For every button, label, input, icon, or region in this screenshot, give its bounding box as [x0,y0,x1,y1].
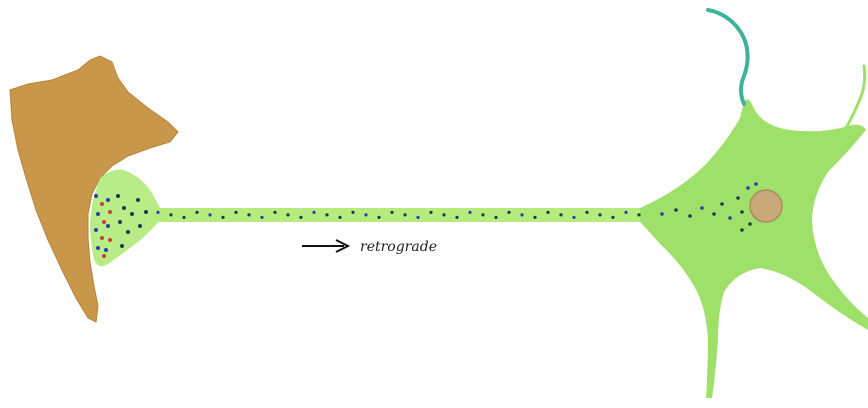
axon-transport-dot [247,213,251,217]
arrow-right-icon [302,239,351,253]
axon-transport-dot [624,210,628,214]
axon-particles [156,210,641,219]
vesicle-dot [100,236,104,240]
soma-transport-dot [688,214,692,218]
vesicle-dot [122,206,126,210]
soma-transport-dot [660,212,664,216]
neuron-cell-body [640,99,868,398]
axon-transport-dot [598,213,602,217]
vesicle-dot [106,198,110,202]
axon-transport-dot [611,215,615,219]
axon-transport-dot [260,215,264,219]
soma-transport-dot [748,222,752,226]
soma-transport-dot [740,210,744,214]
axon-transport-dot [325,213,329,217]
nucleus [749,189,783,223]
axon-transport-dot [169,213,173,217]
axon-transport-dot [377,215,381,219]
axon-transport-dot [221,215,225,219]
vesicle-dot [136,198,140,202]
axon-transport-dot [494,215,498,219]
axon-transport-dot [312,210,316,214]
target-cell [9,55,179,323]
vesicle-dot [126,230,130,234]
axon-transport-dot [390,210,394,214]
soma-transport-dot [674,208,678,212]
vesicle-dot [102,220,106,224]
axon-transport-dot [533,215,537,219]
soma-transport-dot [720,202,724,206]
vesicle-dot [102,254,106,258]
vesicle-dot [108,210,112,214]
axon-transport-dot [507,210,511,214]
soma-transport-dot [700,206,704,210]
axon-transport-dot [351,210,355,214]
axon-transport-dot [429,210,433,214]
vesicle-dot [116,194,120,198]
soma-transport-dot [736,196,740,200]
soma-transport-dot [754,182,758,186]
vesicle-dot [96,246,100,250]
axon-transport-dot [520,213,524,217]
axon-transport-dot [338,215,342,219]
axon-transport-dot [637,213,641,217]
vesicle-dot [96,212,100,216]
dendrite-top [706,8,750,106]
axon-transport-dot [286,213,290,217]
axon-transport-dot [156,210,160,214]
soma-transport-dot [740,228,744,232]
axon-transport-dot [234,210,238,214]
vesicle-dot [100,202,104,206]
vesicle-dot [144,210,148,214]
vesicle-dot [138,224,142,228]
arrow-label: retrograde [360,239,437,255]
axon-transport-dot [182,215,186,219]
soma-transport-dot [728,216,732,220]
axon-transport-dot [442,213,446,217]
dendrite-top-right [844,64,867,130]
axon-transport-dot [299,215,303,219]
vesicle-dot [104,248,108,252]
axon-transport-dot [481,213,485,217]
axon-transport-dot [546,210,550,214]
soma-transport-dot [746,186,750,190]
axon-transport-dot [455,215,459,219]
axon-transport-dot [364,213,368,217]
vesicle-dot [106,224,110,228]
axon-transport-dot [572,215,576,219]
axon-transport-dot [416,215,420,219]
axon-transport-dot [559,213,563,217]
axon-transport-dot [403,213,407,217]
axon-terminal [90,169,160,267]
vesicle-dot [120,244,124,248]
axon-transport-dot [468,210,472,214]
vesicle-dot [118,220,122,224]
axon-transport-dot [195,210,199,214]
vesicle-dot [94,194,98,198]
soma-transport-dot [712,212,716,216]
terminal-particles [94,194,148,258]
axon-transport-dot [208,213,212,217]
vesicle-dot [108,238,112,242]
axon-transport-dot [585,210,589,214]
vesicle-dot [130,212,134,216]
soma-particles [660,182,758,232]
vesicle-dot [94,228,98,232]
axon-transport-dot [273,210,277,214]
